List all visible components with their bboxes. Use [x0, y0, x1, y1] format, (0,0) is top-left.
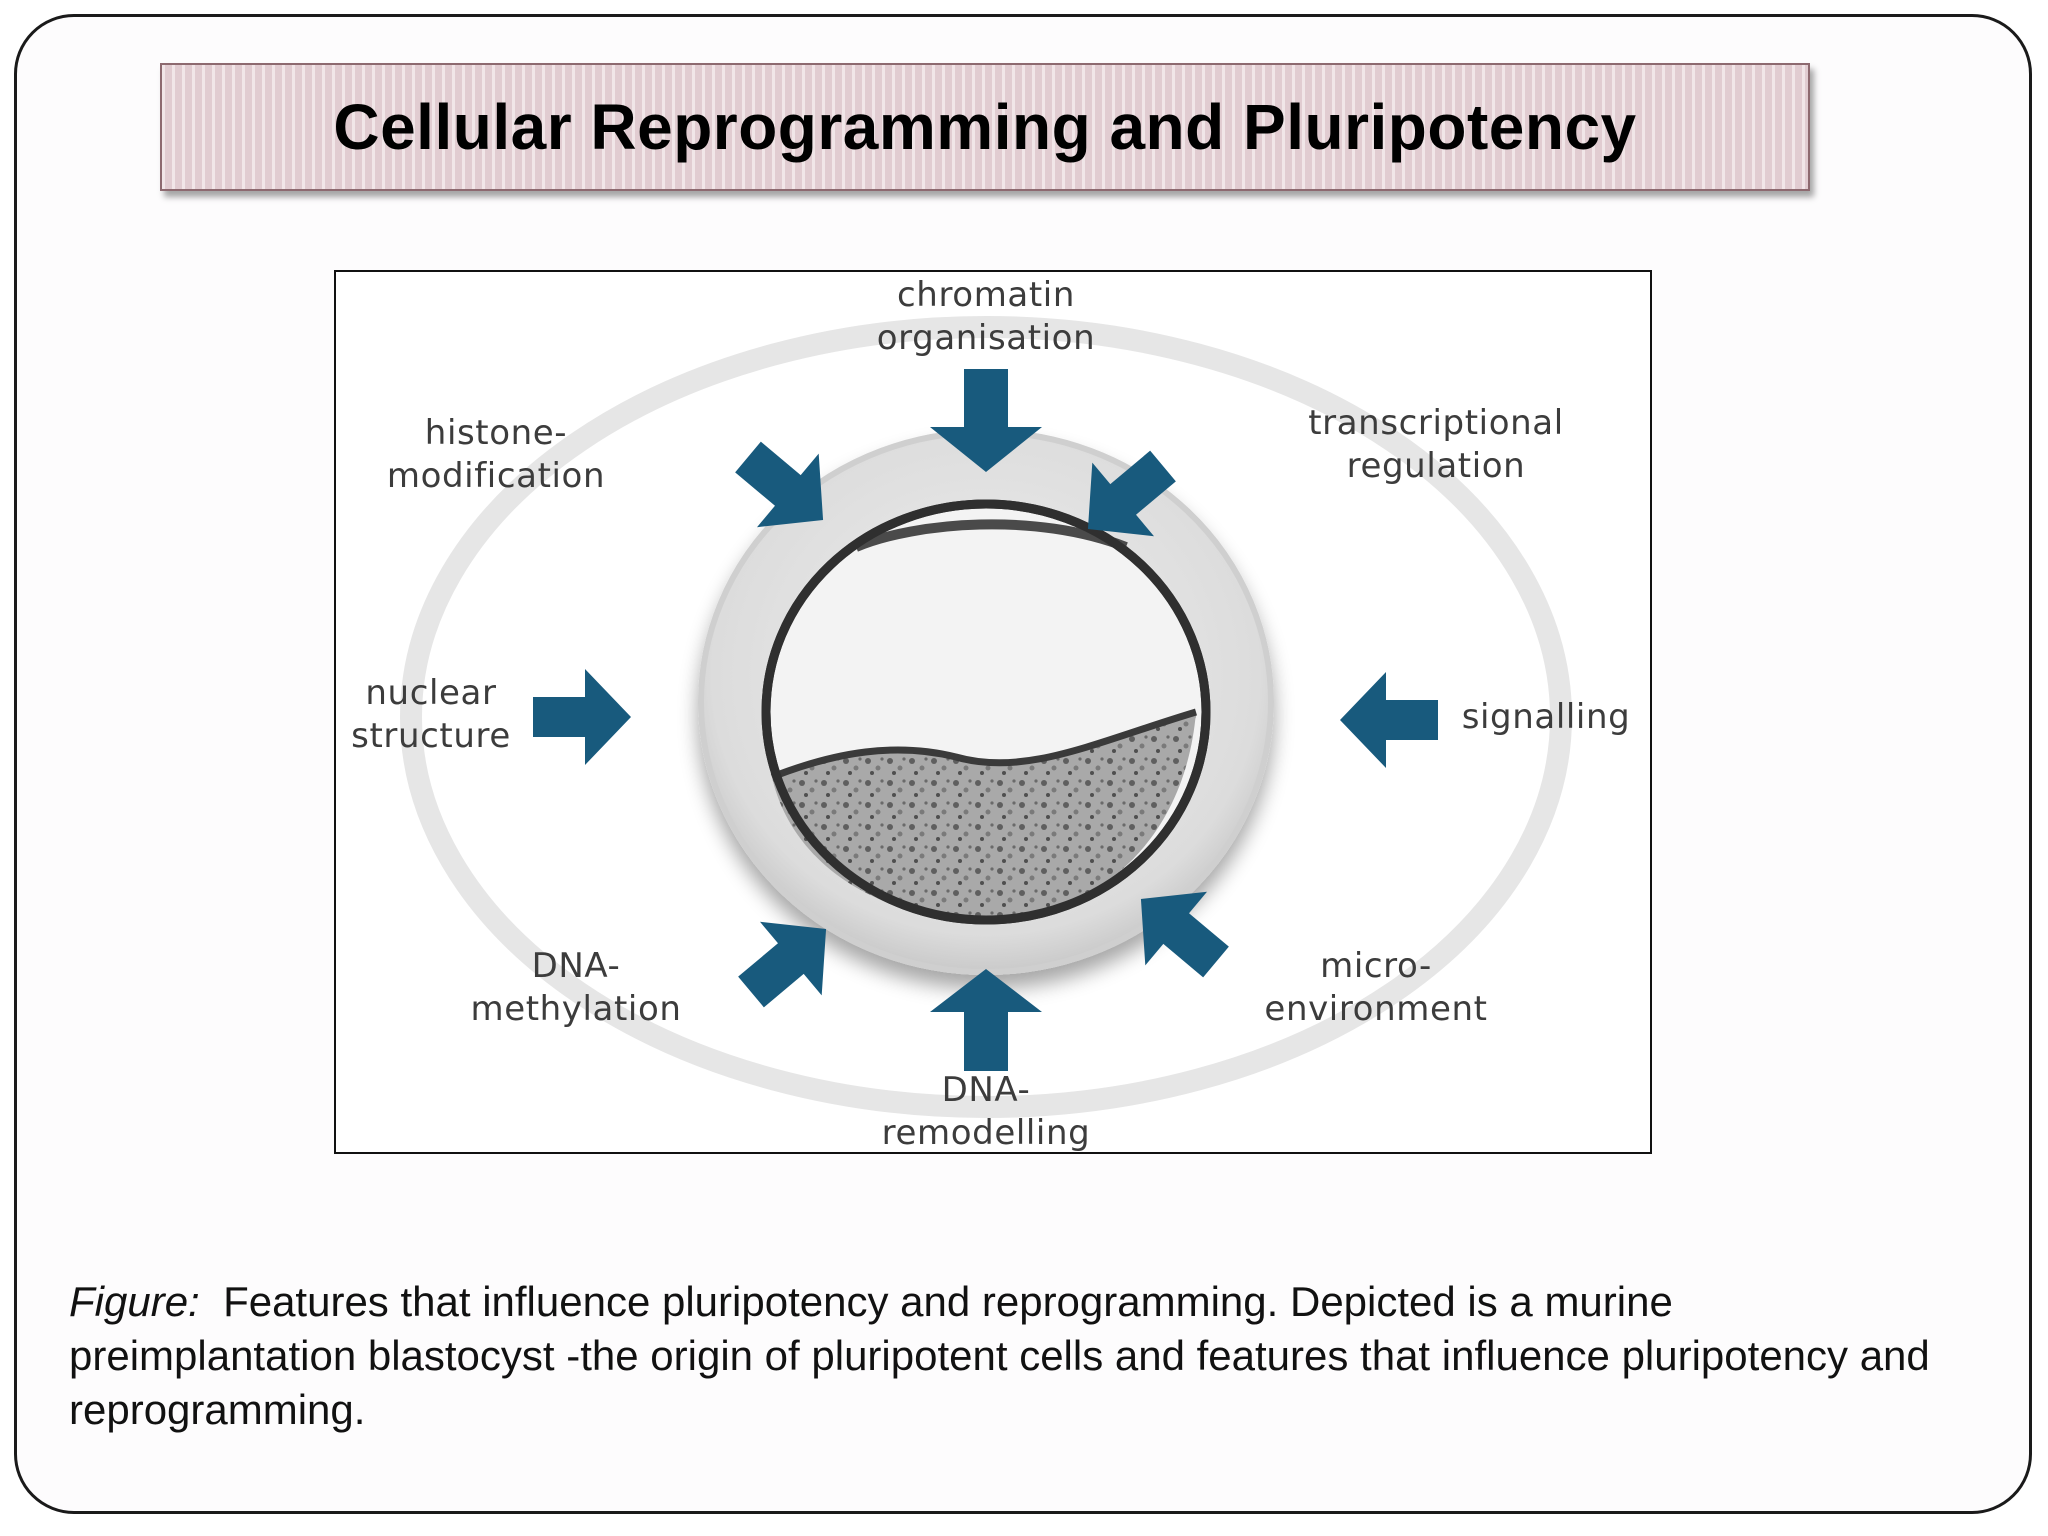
outer-ring — [400, 316, 1572, 1118]
caption-text: Features that influence pluripotency and… — [69, 1278, 1930, 1433]
blastocyst-diagram — [400, 316, 1572, 1118]
arrow-histone — [735, 441, 824, 528]
slide-title: Cellular Reprogramming and Pluripotency — [333, 91, 1637, 163]
label-nuclear-structure: nuclear structure — [351, 673, 511, 756]
label-dna-remodelling: DNA- remodelling — [881, 1070, 1091, 1153]
arrow-dna-remodelling — [930, 969, 1042, 1071]
figure-panel: chromatin organisation transcriptional r… — [334, 270, 1652, 1154]
title-banner: Cellular Reprogramming and Pluripotency — [160, 63, 1810, 191]
label-signalling: signalling — [1461, 697, 1631, 737]
arrow-transcriptional — [1087, 450, 1176, 537]
label-chromatin-organisation: chromatin organisation — [876, 275, 1096, 358]
caption-lead: Figure: — [69, 1278, 200, 1325]
arrow-dna-methylation — [738, 921, 827, 1008]
label-dna-methylation: DNA- methylation — [470, 946, 682, 1029]
label-histone-modification: histone- modification — [386, 413, 606, 496]
arrow-nuclear — [533, 669, 631, 765]
label-micro-environment: micro- environment — [1264, 946, 1488, 1029]
arrows-group — [533, 369, 1438, 1071]
arrow-signalling — [1340, 672, 1438, 768]
arrow-chromatin — [930, 369, 1042, 472]
blastocyst-interior — [761, 499, 1211, 925]
figure-caption: Figure: Features that influence pluripot… — [69, 1275, 1969, 1437]
label-transcriptional-regulation: transcriptional regulation — [1308, 403, 1564, 486]
arrow-microenvironment — [1140, 891, 1229, 978]
